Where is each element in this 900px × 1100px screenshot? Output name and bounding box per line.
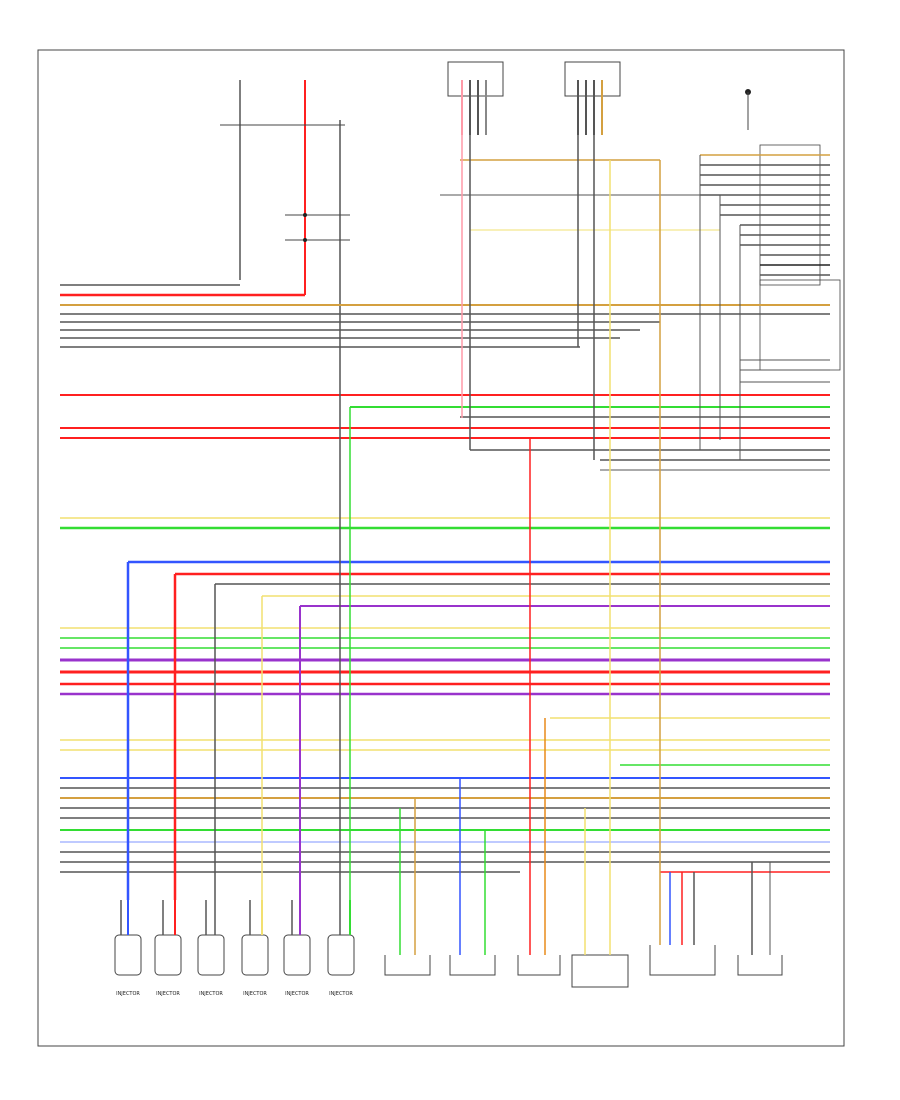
vertical-drops (126, 135, 771, 920)
injector-3-label: INJECTOR (199, 991, 223, 997)
injector-4-label: INJECTOR (243, 991, 267, 997)
sensor-1 (384, 920, 431, 976)
injector-6-label: INJECTOR (329, 991, 353, 997)
top-connector-left (447, 61, 504, 135)
sensor-5 (649, 900, 716, 976)
right-module-feeds (440, 154, 830, 471)
sensor-6 (737, 920, 783, 976)
harness-bus (60, 284, 830, 873)
diagram-border (37, 49, 845, 1047)
module-pin-block (745, 89, 841, 371)
injector-2: INJECTOR (154, 900, 182, 997)
injector-4: INJECTOR (241, 900, 269, 997)
injector-1: INJECTOR (114, 900, 142, 997)
injector-5-label: INJECTOR (285, 991, 309, 997)
injector-2-label: INJECTOR (156, 991, 180, 997)
top-connector-right (564, 61, 621, 135)
sensor-3 (517, 920, 561, 976)
sensor-4 (571, 920, 629, 988)
injector-6: INJECTOR (327, 900, 355, 997)
injector-3: INJECTOR (197, 900, 225, 997)
injector-1-label: INJECTOR (116, 991, 140, 997)
sensor-2 (449, 920, 496, 976)
fuse-feeds (220, 80, 350, 345)
injector-5: INJECTOR (283, 900, 311, 997)
